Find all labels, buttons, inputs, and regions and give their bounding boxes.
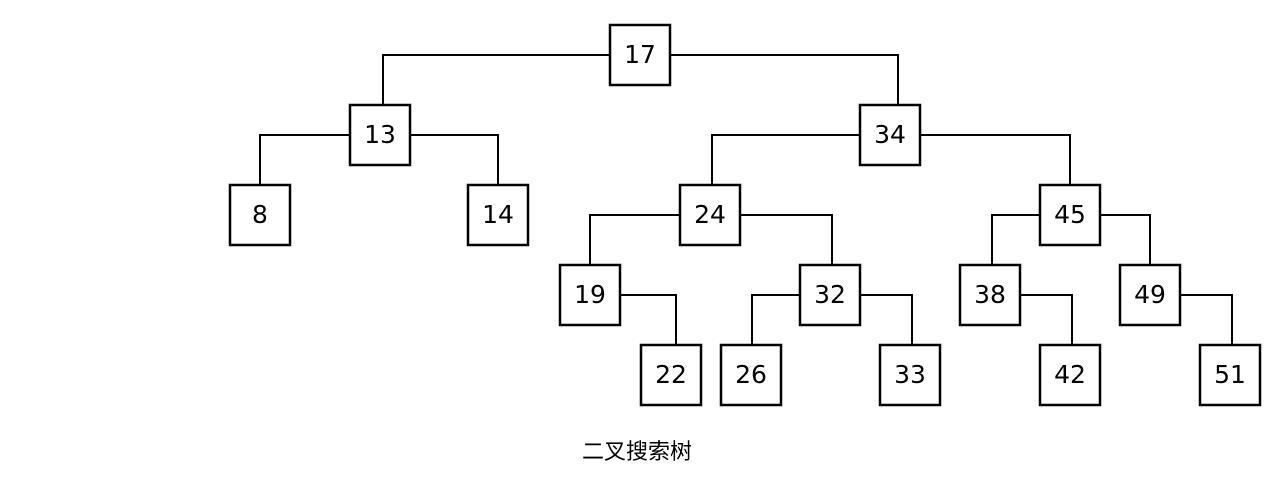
node-box-45 [1038,183,1102,247]
node-box-8 [228,183,292,247]
node-label-33: 33 [894,360,926,389]
node-label-34: 34 [874,120,906,149]
node-box-34 [858,103,922,167]
tree-node-49[interactable]: 49 [1118,263,1182,327]
edges-layer [259,54,1233,346]
node-box-24 [678,183,742,247]
node-label-8: 8 [252,200,268,229]
tree-node-38[interactable]: 38 [958,263,1022,327]
node-label-45: 45 [1054,200,1086,229]
tree-node-24[interactable]: 24 [678,183,742,247]
tree-edge-49-to-51 [1179,294,1233,346]
node-label-42: 42 [1054,360,1086,389]
node-box-32 [798,263,862,327]
tree-node-51[interactable]: 51 [1198,343,1262,407]
tree-edge-32-to-33 [859,294,913,346]
node-box-33 [878,343,942,407]
node-label-24: 24 [694,200,726,229]
tree-node-45[interactable]: 45 [1038,183,1102,247]
node-label-17: 17 [624,40,656,69]
tree-edge-24-to-32 [739,214,833,266]
tree-node-13[interactable]: 13 [348,103,412,167]
tree-node-34[interactable]: 34 [858,103,922,167]
tree-edge-17-to-34 [669,54,899,106]
node-box-51 [1198,343,1262,407]
tree-node-22[interactable]: 22 [639,343,703,407]
node-box-14 [466,183,530,247]
node-box-17 [608,23,672,87]
diagram-caption: 二叉搜索树 [581,440,693,465]
node-label-19: 19 [574,280,606,309]
node-box-38 [958,263,1022,327]
tree-edge-38-to-42 [1019,294,1073,346]
tree-edge-34-to-24 [711,134,861,186]
node-label-49: 49 [1134,280,1166,309]
tree-edge-24-to-19 [589,214,681,266]
node-label-51: 51 [1214,360,1246,389]
node-label-38: 38 [974,280,1006,309]
tree-node-26[interactable]: 26 [719,343,783,407]
node-box-49 [1118,263,1182,327]
tree-node-33[interactable]: 33 [878,343,942,407]
tree-edge-13-to-14 [409,134,499,186]
tree-node-8[interactable]: 8 [228,183,292,247]
node-box-13 [348,103,412,167]
node-box-42 [1038,343,1102,407]
node-label-26: 26 [735,360,767,389]
node-label-22: 22 [655,360,687,389]
tree-edge-17-to-13 [382,54,611,106]
node-label-13: 13 [364,120,396,149]
node-box-26 [719,343,783,407]
node-label-32: 32 [814,280,846,309]
tree-node-42[interactable]: 42 [1038,343,1102,407]
tree-edge-32-to-26 [751,294,801,346]
node-box-19 [558,263,622,327]
tree-node-14[interactable]: 14 [466,183,530,247]
tree-edge-45-to-38 [991,214,1041,266]
node-label-14: 14 [482,200,514,229]
tree-edge-34-to-45 [919,134,1071,186]
tree-node-19[interactable]: 19 [558,263,622,327]
nodes-layer: 17 13 34 8 14 24 45 19 32 38 49 22 26 33 42 51 [228,23,1262,407]
tree-edge-13-to-8 [259,134,351,186]
tree-node-32[interactable]: 32 [798,263,862,327]
tree-node-17[interactable]: 17 [608,23,672,87]
node-box-22 [639,343,703,407]
tree-edge-19-to-22 [619,294,677,346]
tree-edge-45-to-49 [1099,214,1151,266]
